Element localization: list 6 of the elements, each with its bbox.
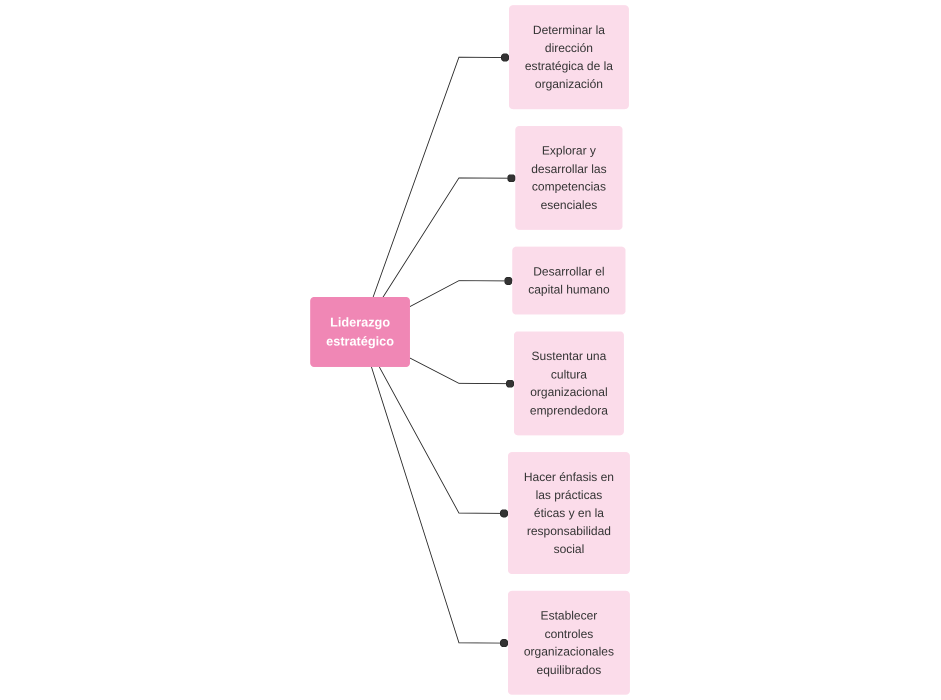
connector <box>372 53 511 298</box>
connector <box>410 358 516 388</box>
connector <box>410 276 514 308</box>
connector <box>371 366 510 648</box>
connector <box>379 366 510 518</box>
connector <box>382 174 517 298</box>
